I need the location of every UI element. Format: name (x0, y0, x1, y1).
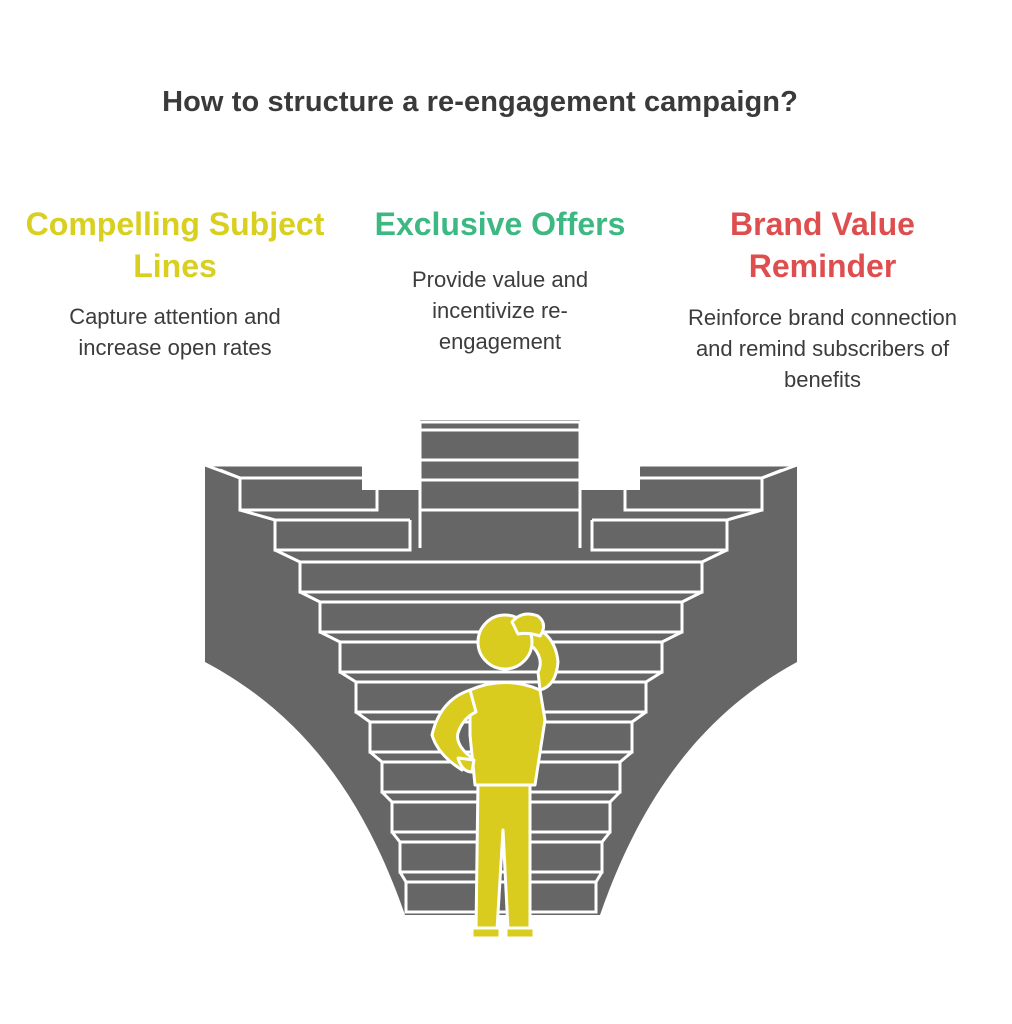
thinking-person-icon (430, 612, 560, 940)
column-compelling-subject-lines: Compelling Subject Lines Capture attenti… (25, 203, 325, 363)
column-brand-value-reminder: Brand Value Reminder Reinforce brand con… (670, 203, 975, 395)
column-description: Provide value and incentivize re-engagem… (411, 267, 589, 354)
column-exclusive-offers: Exclusive Offers Provide value and incen… (350, 203, 650, 357)
column-heading: Compelling Subject Lines (25, 206, 325, 284)
column-description: Capture attention and increase open rate… (69, 304, 281, 360)
page-title: How to structure a re-engagement campaig… (162, 86, 798, 118)
column-heading: Brand Value Reminder (730, 206, 915, 284)
column-description: Reinforce brand connection and remind su… (687, 305, 958, 392)
column-heading: Exclusive Offers (374, 206, 626, 242)
